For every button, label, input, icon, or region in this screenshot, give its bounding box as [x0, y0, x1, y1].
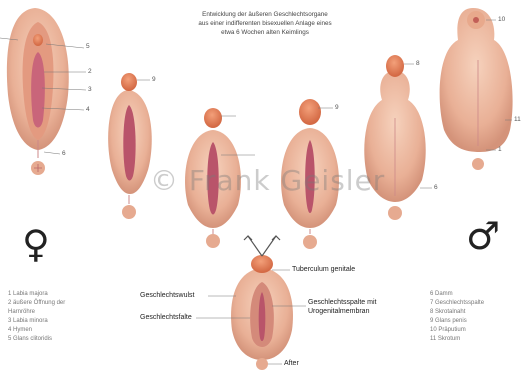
legend-item: 10 Präputium	[430, 326, 484, 335]
label-number-2: 2	[88, 68, 92, 75]
label-geschlechtsfalte: Geschlechtsfalte	[140, 314, 192, 321]
label-tuberculum-genitale: Tuberculum genitale	[292, 266, 355, 273]
legend-female: 1 Labia majora 2 äußere Öffnung der Harn…	[8, 290, 65, 344]
label-number-8: 8	[416, 60, 420, 67]
label-number-11: 11	[514, 116, 521, 123]
legend-item: 9 Glans penis	[430, 317, 484, 326]
legend-item: 8 Skrotalnaht	[430, 308, 484, 317]
legend-item: 7 Geschlechtsspalte	[430, 299, 484, 308]
female-adult-figure	[7, 8, 69, 175]
legend-item: 6 Damm	[430, 290, 484, 299]
label-number-9a: 9	[152, 76, 156, 83]
legend-item: 4 Hymen	[8, 326, 65, 335]
label-geschlechtswulst: Geschlechtswulst	[140, 292, 194, 299]
label-number-4: 4	[86, 106, 90, 113]
legend-item: 5 Glans clitoridis	[8, 335, 65, 344]
legend-item: 2 äußere Öffnung der	[8, 299, 65, 308]
legend-item: Harnröhre	[8, 308, 65, 317]
label-number-3: 3	[88, 86, 92, 93]
male-symbol-icon: ♂	[466, 214, 500, 258]
legend-male: 6 Damm 7 Geschlechtsspalte 8 Skrotalnaht…	[430, 290, 484, 344]
diagram-title: Entwicklung der äußeren Geschlechtsorgan…	[150, 10, 380, 37]
label-number-9b: 9	[335, 104, 339, 111]
female-stage-3-figure	[108, 73, 152, 219]
branch-arrows	[244, 236, 280, 256]
label-urogenitalmembran: Urogenitalmembran	[308, 308, 369, 315]
female-symbol-icon: ♀	[22, 222, 50, 266]
label-number-1: 1	[498, 146, 502, 153]
label-after: After	[284, 360, 299, 367]
indifferent-stage-figure	[231, 255, 293, 370]
label-number-10: 10	[498, 16, 505, 23]
legend-item: 1 Labia majora	[8, 290, 65, 299]
label-geschlechtsspalte: Geschlechtsspalte mit	[308, 299, 376, 306]
legend-item: 3 Labia minora	[8, 317, 65, 326]
label-number-6b: 6	[434, 184, 438, 191]
legend-item: 11 Skrotum	[430, 335, 484, 344]
watermark: © Frank Geisler	[150, 164, 385, 197]
label-number-5: 5	[86, 43, 90, 50]
label-number-6: 6	[62, 150, 66, 157]
